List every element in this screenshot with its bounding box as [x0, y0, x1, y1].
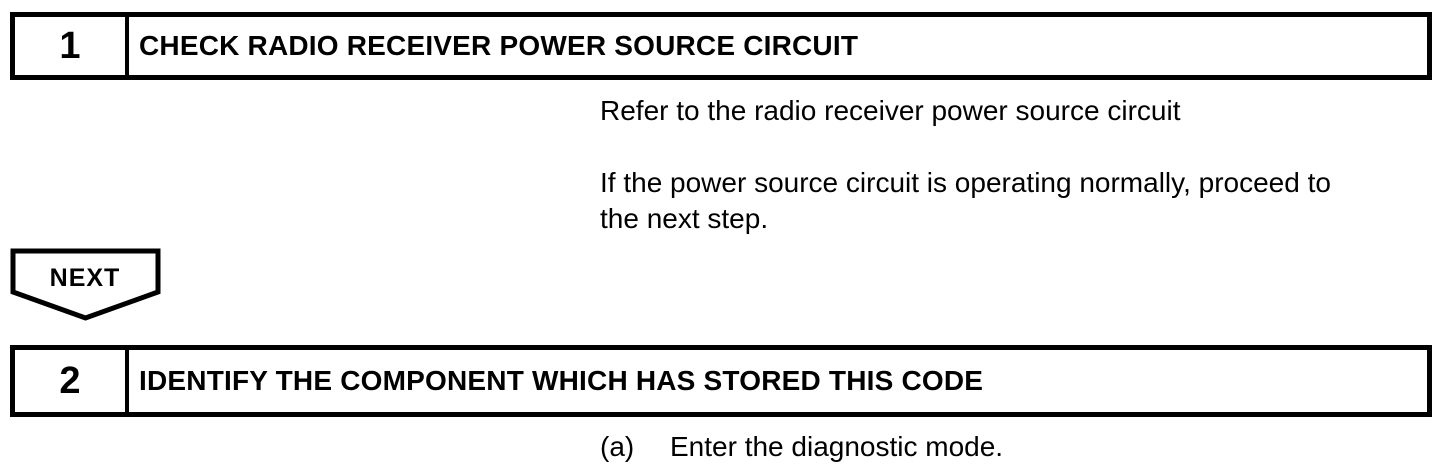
step-1-instruction-paragraph: If the power source circuit is operating… [600, 167, 1331, 234]
step-2-number: 2 [15, 350, 129, 412]
substep-label: (a) [600, 431, 635, 462]
next-flow-connector: NEXT [10, 248, 162, 322]
step-2-header-box: 2 IDENTIFY THE COMPONENT WHICH HAS STORE… [10, 345, 1432, 417]
step-2-substep-a: (a) Enter the diagnostic mode. [600, 429, 1430, 465]
step-2-title: IDENTIFY THE COMPONENT WHICH HAS STORED … [139, 365, 984, 396]
substep-text: Enter the diagnostic mode. [670, 431, 1004, 462]
next-pentagon-icon [10, 248, 161, 321]
next-flow-connector-label: NEXT [49, 264, 121, 292]
step-1-header-box: 1 CHECK RADIO RECEIVER POWER SOURCE CIRC… [10, 12, 1432, 80]
step-1-number: 1 [15, 17, 129, 75]
step-1-title: CHECK RADIO RECEIVER POWER SOURCE CIRCUI… [139, 30, 859, 61]
step-1-instruction-paragraph: Refer to the radio receiver power source… [600, 95, 1181, 126]
